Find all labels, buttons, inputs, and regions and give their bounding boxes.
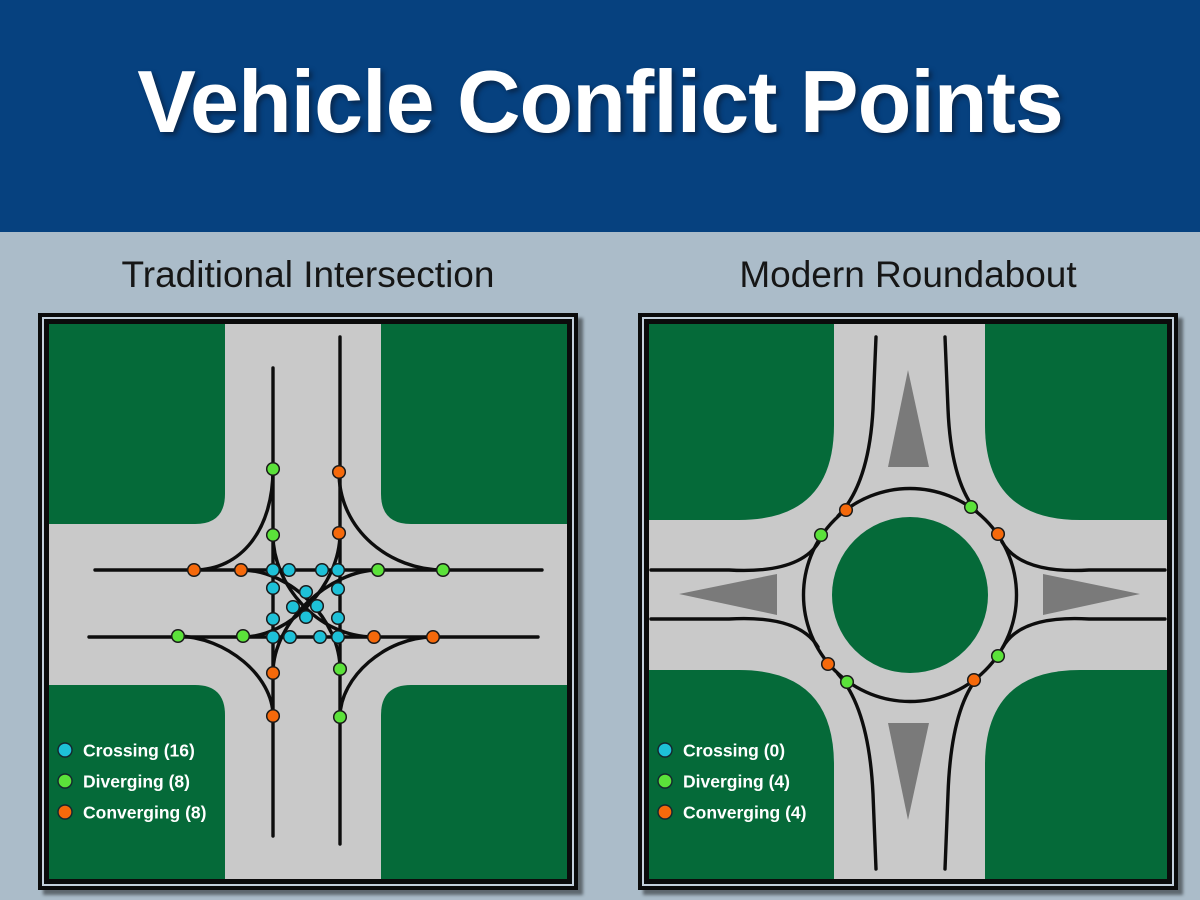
conflict-point-crossing <box>298 609 314 625</box>
conflict-point-converging <box>820 656 836 672</box>
conflict-point-diverging <box>370 562 386 578</box>
conflict-point-converging <box>331 525 347 541</box>
right-turn-path <box>176 634 275 718</box>
conflict-point-crossing <box>330 562 346 578</box>
grass-corners <box>49 324 567 879</box>
diverging-legend-dot <box>657 773 673 789</box>
conflict-point-crossing <box>285 599 301 615</box>
conflict-point-crossing <box>314 562 330 578</box>
diverging-legend-label: Diverging (8) <box>83 772 190 792</box>
converging-legend-dot <box>657 804 673 820</box>
conflict-point-crossing <box>309 598 325 614</box>
crossing-legend-label: Crossing (0) <box>683 741 785 761</box>
conflict-point-crossing <box>330 610 346 626</box>
title-banner: Vehicle Conflict Points <box>0 0 1200 232</box>
conflict-point-converging <box>265 665 281 681</box>
conflict-point-crossing <box>282 629 298 645</box>
crossing-legend-dot <box>57 742 73 758</box>
conflict-point-converging <box>838 502 854 518</box>
conflict-point-converging <box>265 708 281 724</box>
crossing-legend-dot <box>657 742 673 758</box>
conflict-point-converging <box>990 526 1006 542</box>
conflict-point-diverging <box>235 628 251 644</box>
conflict-point-diverging <box>170 628 186 644</box>
west-approach-line <box>649 616 820 649</box>
conflict-point-crossing <box>330 629 346 645</box>
splitter-islands <box>679 370 1140 820</box>
south-splitter-island <box>888 723 929 820</box>
conflict-point-diverging <box>839 674 855 690</box>
conflict-point-crossing <box>298 584 314 600</box>
left-turn-path <box>241 531 342 639</box>
west-approach-line <box>649 540 821 573</box>
intersection-diagram: Crossing (16) Diverging (8) Converging (… <box>38 313 578 890</box>
east-approach-line <box>1001 616 1167 649</box>
conflict-points <box>813 499 1006 690</box>
conflict-point-diverging <box>990 648 1006 664</box>
conflict-point-crossing <box>281 562 297 578</box>
conflict-point-crossing <box>265 629 281 645</box>
subtitle-traditional-intersection: Traditional Intersection <box>121 254 495 295</box>
conflict-point-diverging <box>435 562 451 578</box>
circulating-path <box>801 486 1019 704</box>
diverging-legend-dot <box>57 773 73 789</box>
roundabout-canvas: Crossing (0) Diverging (4) Converging (4… <box>649 324 1167 879</box>
east-splitter-island <box>1043 574 1140 615</box>
right-turn-path <box>338 635 435 719</box>
conflict-point-converging <box>425 629 441 645</box>
conflict-point-crossing <box>265 562 281 578</box>
converging-legend-label: Converging (8) <box>83 803 206 823</box>
intersection-frame: Crossing (16) Diverging (8) Converging (… <box>42 317 574 886</box>
west-splitter-island <box>679 574 777 615</box>
conflict-point-crossing <box>330 581 346 597</box>
subtitle-modern-roundabout: Modern Roundabout <box>739 254 1077 295</box>
conflict-point-converging <box>186 562 202 578</box>
legend: Crossing (16) Diverging (8) Converging (… <box>57 741 206 823</box>
conflict-point-diverging <box>265 527 281 543</box>
right-turn-path <box>337 470 445 572</box>
conflict-point-converging <box>233 562 249 578</box>
conflict-points <box>170 461 451 725</box>
conflict-point-diverging <box>332 709 348 725</box>
conflict-point-crossing <box>312 629 328 645</box>
north-splitter-island <box>888 370 929 467</box>
converging-legend-label: Converging (4) <box>683 803 806 823</box>
converging-legend-dot <box>57 804 73 820</box>
central-island <box>832 517 988 673</box>
conflict-point-crossing <box>265 580 281 596</box>
conflict-point-diverging <box>265 461 281 477</box>
conflict-point-converging <box>966 672 982 688</box>
conflict-point-crossing <box>265 611 281 627</box>
roundabout-diagram: Crossing (0) Diverging (4) Converging (4… <box>638 313 1178 890</box>
slide-title: Vehicle Conflict Points <box>137 52 1064 151</box>
crossing-legend-label: Crossing (16) <box>83 741 195 761</box>
conflict-point-diverging <box>813 527 829 543</box>
intersection-canvas: Crossing (16) Diverging (8) Converging (… <box>49 324 567 879</box>
roundabout-frame: Crossing (0) Diverging (4) Converging (4… <box>642 317 1174 886</box>
right-turn-path <box>192 467 275 572</box>
diverging-legend-label: Diverging (4) <box>683 772 790 792</box>
conflict-point-converging <box>366 629 382 645</box>
grass-corners <box>649 324 1167 879</box>
left-turn-path <box>271 568 380 675</box>
legend: Crossing (0) Diverging (4) Converging (4… <box>657 741 806 823</box>
conflict-point-diverging <box>963 499 979 515</box>
conflict-point-converging <box>331 464 347 480</box>
east-approach-line <box>1000 540 1167 573</box>
left-turn-path <box>271 533 376 639</box>
conflict-point-diverging <box>332 661 348 677</box>
